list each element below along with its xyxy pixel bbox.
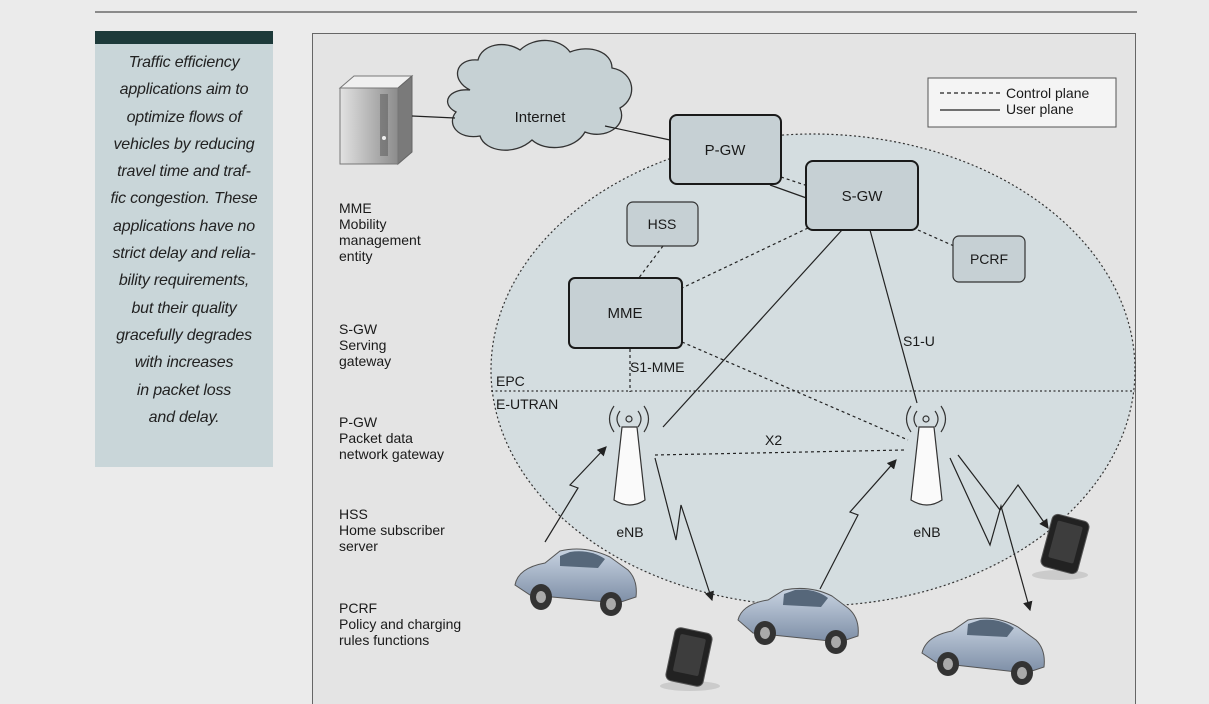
abbr-mme-line2: management xyxy=(339,232,421,248)
enb-tower-right-icon xyxy=(905,405,947,506)
eutran-label: E-UTRAN xyxy=(496,396,558,412)
car-icon xyxy=(514,548,637,616)
hss-label: HSS xyxy=(648,216,677,232)
sidebar-callout xyxy=(95,31,273,467)
abbr-mme: MME xyxy=(339,200,372,216)
abbreviation-list: MME Mobility management entity S-GW Serv… xyxy=(339,200,461,648)
s1-mme-label: S1-MME xyxy=(630,359,684,375)
pgw-node xyxy=(669,114,782,185)
server-icon xyxy=(338,74,414,166)
enb-right-label: eNB xyxy=(913,524,940,540)
sgw-node xyxy=(805,160,919,231)
abbr-hss: HSS xyxy=(339,506,368,522)
abbr-sgw-line1: Serving xyxy=(339,337,386,353)
abbr-pgw-line2: network gateway xyxy=(339,446,444,462)
top-rule xyxy=(95,11,1137,13)
abbr-sgw-line2: gateway xyxy=(339,353,391,369)
abbr-pgw-line1: Packet data xyxy=(339,430,413,446)
wireless-link-arrows xyxy=(544,446,1049,612)
sidebar-quote-text: Traffic efficiency applications aim to o… xyxy=(110,54,258,426)
abbr-mme-line1: Mobility xyxy=(339,216,386,232)
abbr-hss-line2: server xyxy=(339,538,378,554)
internet-cloud-icon xyxy=(446,39,633,151)
internet-label: Internet xyxy=(515,109,567,126)
abbr-pcrf-line2: rules functions xyxy=(339,632,429,648)
abbr-sgw: S-GW xyxy=(339,321,378,337)
legend-control-plane: Control plane xyxy=(1006,85,1089,101)
abbr-hss-line1: Home subscriber xyxy=(339,522,445,538)
x2-label: X2 xyxy=(765,432,782,448)
smartphone-icon xyxy=(1032,513,1090,580)
enb-left-label: eNB xyxy=(616,524,643,540)
pcrf-node xyxy=(952,235,1026,283)
legend-user-plane: User plane xyxy=(1006,101,1074,117)
legend: Control plane User plane xyxy=(927,77,1117,128)
sgw-label: S-GW xyxy=(842,188,884,205)
control-plane-links xyxy=(629,176,955,456)
s1-u-label: S1-U xyxy=(903,333,935,349)
abbr-pgw: P-GW xyxy=(339,414,378,430)
pgw-label: P-GW xyxy=(705,142,747,159)
enb-tower-left-icon xyxy=(608,405,650,506)
mme-label: MME xyxy=(608,305,643,322)
epc-label: EPC xyxy=(496,373,525,389)
mme-node xyxy=(568,277,683,349)
abbr-pcrf-line1: Policy and charging xyxy=(339,616,461,632)
car-icon xyxy=(921,617,1045,685)
abbr-pcrf: PCRF xyxy=(339,600,377,616)
car-icon xyxy=(737,588,859,654)
internet-pgw-link xyxy=(604,125,671,141)
abbr-mme-line3: entity xyxy=(339,248,372,264)
smartphone-icon xyxy=(660,627,720,691)
hss-node xyxy=(626,201,699,247)
server-internet-link xyxy=(411,115,456,119)
pcrf-label: PCRF xyxy=(970,251,1008,267)
